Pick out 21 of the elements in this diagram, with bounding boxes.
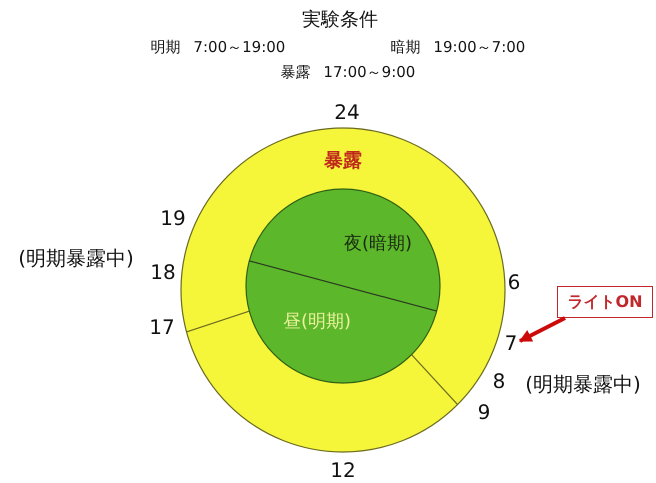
hour-number: 18 [150, 261, 176, 283]
callout-box: ライトON [557, 286, 653, 318]
hour-number: 19 [160, 207, 186, 229]
hour-number: 12 [330, 459, 356, 481]
hour-number: 6 [508, 271, 520, 293]
condition-text: 暗期 19:00～7:00 [390, 38, 526, 56]
arrow [518, 316, 566, 343]
note-text: (明期暴露中) [18, 247, 134, 269]
hour-number: 24 [334, 101, 360, 123]
period-label: 夜(暗期) [344, 234, 412, 254]
note-text: (明期暴露中) [525, 373, 641, 395]
hour-number: 7 [502, 331, 520, 355]
condition-text: 明期 7:00～19:00 [150, 38, 286, 56]
condition-text: 暴露 17:00～9:00 [280, 64, 416, 80]
ring-label: 暴露 [324, 150, 362, 172]
hour-number: 9 [478, 401, 490, 423]
title: 実験条件 [302, 10, 378, 30]
period-label: 昼(明期) [282, 312, 352, 332]
hour-number: 8 [492, 370, 506, 392]
hour-number: 17 [149, 316, 175, 338]
inner-circle [245, 188, 441, 384]
